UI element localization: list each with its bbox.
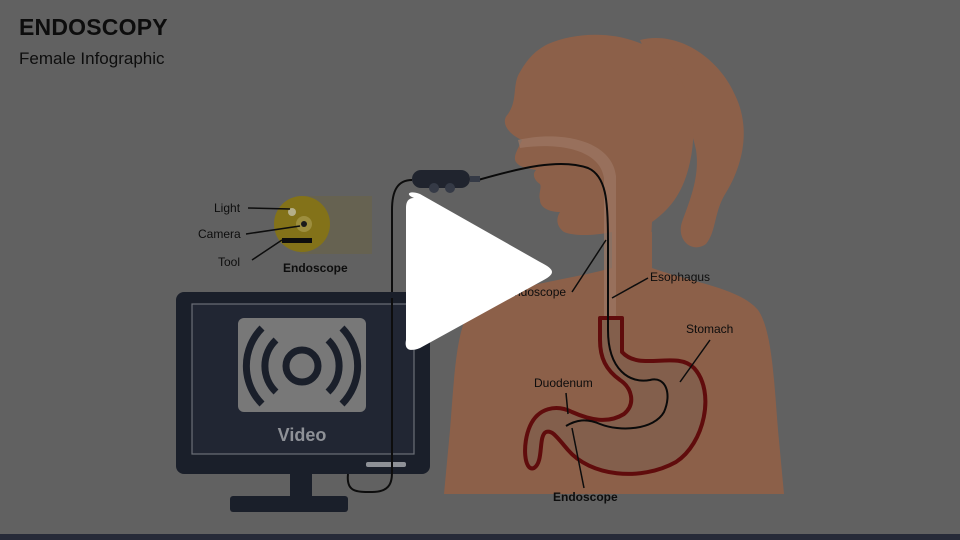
pointer-duodenum bbox=[565, 392, 569, 415]
pointer-tool bbox=[251, 239, 283, 261]
pointer-light bbox=[247, 207, 291, 210]
endoscope-cable bbox=[391, 179, 413, 298]
label-camera: Camera bbox=[198, 227, 241, 241]
label-endoscope-tip: Endoscope bbox=[283, 261, 348, 275]
slide-subtitle: Female Infographic bbox=[19, 49, 165, 68]
slide-title: ENDOSCOPY bbox=[19, 14, 168, 40]
pointer-camera bbox=[245, 225, 301, 235]
head bbox=[504, 34, 694, 262]
play-icon bbox=[405, 192, 552, 350]
video-camera-icon bbox=[242, 325, 362, 407]
stomach-organ bbox=[523, 316, 708, 476]
label-stomach: Stomach bbox=[686, 322, 733, 336]
endoscope-tip-detail bbox=[274, 196, 372, 254]
label-tool: Tool bbox=[218, 255, 240, 269]
endoscope-handle bbox=[412, 170, 480, 193]
pointer-endoscope-tube bbox=[571, 239, 607, 293]
pointer-endoscope-bottom bbox=[571, 427, 585, 489]
player-bottom-bar bbox=[0, 534, 960, 540]
video-monitor: Video bbox=[176, 292, 430, 512]
label-duodenum: Duodenum bbox=[534, 376, 593, 390]
play-button[interactable] bbox=[405, 192, 552, 350]
video-label: Video bbox=[278, 425, 327, 445]
esophagus-tube bbox=[523, 316, 708, 476]
label-esophagus: Esophagus bbox=[650, 270, 710, 284]
endoscope-tube-body bbox=[477, 162, 669, 430]
throat-passage bbox=[518, 136, 616, 316]
pointer-esophagus bbox=[611, 277, 649, 299]
label-endoscope-bottom: Endoscope bbox=[553, 490, 618, 504]
label-light: Light bbox=[214, 201, 241, 215]
pointer-stomach bbox=[679, 339, 711, 383]
